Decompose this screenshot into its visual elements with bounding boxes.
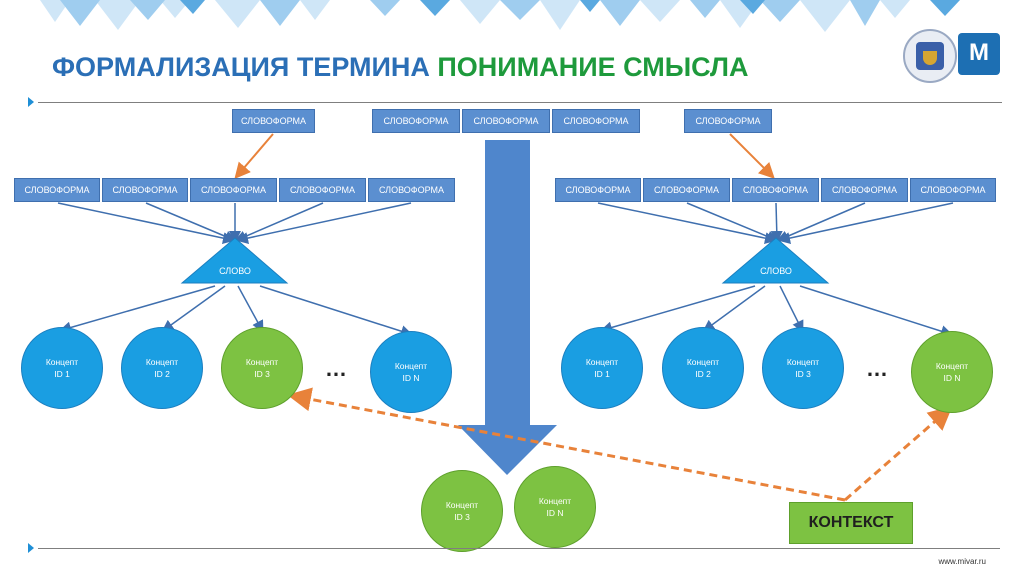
word-label-right: СЛОВО: [760, 266, 792, 276]
ellipsis-right: …: [866, 356, 889, 381]
wordform-box-top-center: СЛОВОФОРМА: [462, 109, 550, 133]
wordform-box-right: СЛОВОФОРМА: [555, 178, 641, 202]
word-label-left: СЛОВО: [219, 266, 251, 276]
wordform-box-top-center: СЛОВОФОРМА: [552, 109, 640, 133]
central-flow-arrow: [458, 140, 557, 475]
footer-divider: [38, 548, 1000, 549]
ellipsis-left: …: [325, 356, 348, 381]
chevron-right-icon: [28, 543, 34, 553]
header-banner: [40, 0, 960, 32]
title-part-formalization: ФОРМАЛИЗАЦИЯ ТЕРМИНА: [52, 52, 430, 82]
wordform-box-top-center: СЛОВОФОРМА: [372, 109, 460, 133]
page-title: ФОРМАЛИЗАЦИЯ ТЕРМИНА ПОНИМАНИЕ СМЫСЛА: [52, 52, 748, 83]
wordform-box-right: СЛОВОФОРМА: [821, 178, 908, 202]
wordform-box-right: СЛОВОФОРМА: [732, 178, 819, 202]
title-part-meaning: ПОНИМАНИЕ СМЫСЛА: [437, 52, 749, 82]
university-seal-logo: [903, 29, 957, 83]
chevron-right-icon: [28, 97, 34, 107]
wordform-box-left: СЛОВОФОРМА: [279, 178, 366, 202]
wordform-box-left: СЛОВОФОРМА: [190, 178, 277, 202]
wordform-box-left: СЛОВОФОРМА: [102, 178, 188, 202]
wordform-box-right: СЛОВОФОРМА: [643, 178, 730, 202]
mivar-logo: M: [958, 33, 1000, 75]
wordform-box-left: СЛОВОФОРМА: [14, 178, 100, 202]
wordform-box-left: СЛОВОФОРМА: [368, 178, 455, 202]
header-divider: [38, 102, 1002, 103]
footer-url: www.mivar.ru: [938, 557, 986, 566]
word-triangle-right: [721, 237, 830, 284]
wordform-box-top-left: СЛОВОФОРМА: [232, 109, 315, 133]
word-triangle-left: [180, 237, 289, 284]
wordform-box-top-right: СЛОВОФОРМА: [684, 109, 772, 133]
context-box: КОНТЕКСТ: [789, 502, 913, 544]
wordform-box-right: СЛОВОФОРМА: [910, 178, 996, 202]
